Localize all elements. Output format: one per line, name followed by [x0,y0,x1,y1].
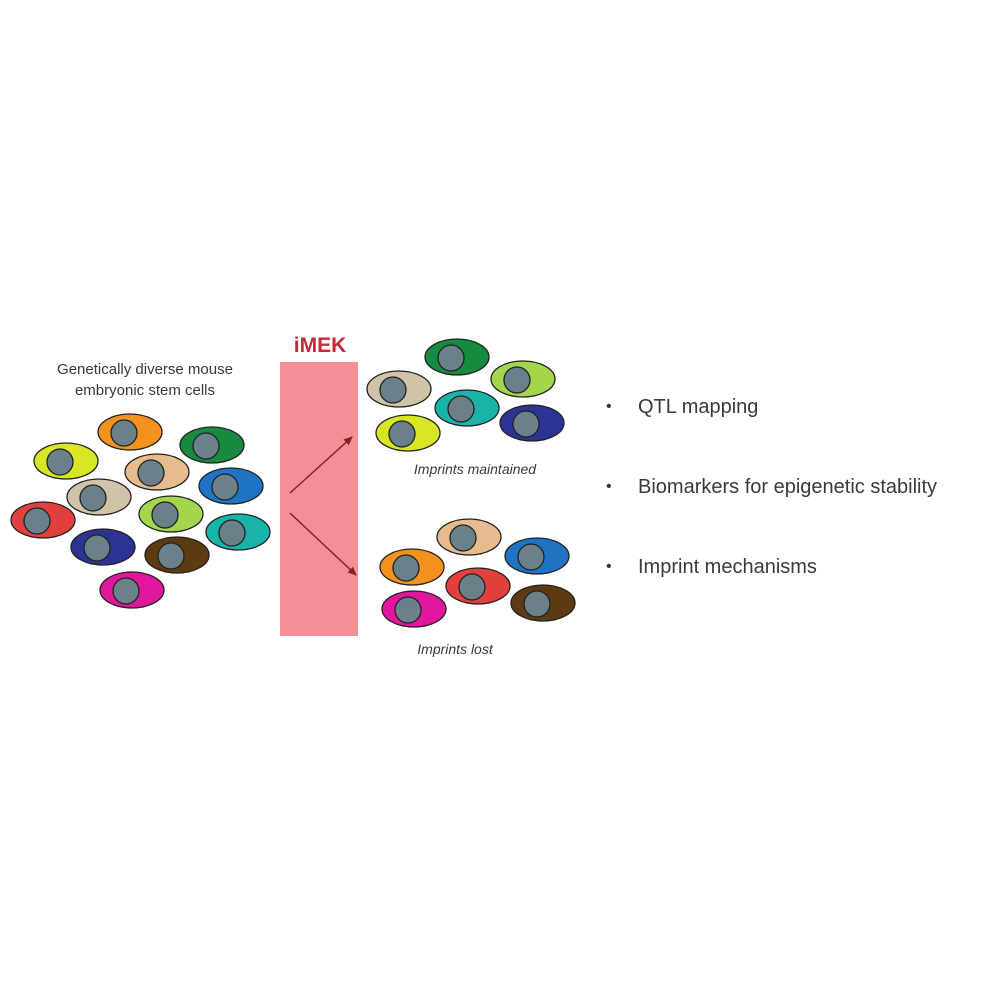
source-cell [10,501,76,539]
maintained-cell [499,404,565,442]
source-cell [97,413,163,451]
source-cell [66,478,132,516]
cell-nucleus [151,501,179,529]
application-item: • Imprint mechanisms [606,556,1000,636]
source-cell [205,513,271,551]
cell-nucleus [394,596,422,624]
cell-nucleus [211,473,239,501]
arrow-to-lost [289,512,357,576]
bullet-icon: • [606,478,612,495]
cell-nucleus [437,344,465,372]
source-cell [198,467,264,505]
cell-nucleus [137,459,165,487]
application-item-label: Imprint mechanisms [638,556,817,578]
maintained-cell-group [366,338,565,452]
imprints-lost-label: Imprints lost [417,641,493,657]
source-caption-line-1: Genetically diverse mouse [57,361,233,378]
lost-cell-group [379,518,576,628]
bullet-icon: • [606,558,612,575]
cell-nucleus [112,577,140,605]
bullet-icon: • [606,398,612,415]
cell-nucleus [449,524,477,552]
cell-nucleus [512,410,540,438]
arrow-to-maintained [289,436,353,494]
cell-nucleus [379,376,407,404]
cell-nucleus [110,419,138,447]
lost-cell [436,518,502,556]
cell-nucleus [83,534,111,562]
maintained-cell [434,389,500,427]
source-cell [179,426,245,464]
cell-nucleus [23,507,51,535]
cell-nucleus [503,366,531,394]
maintained-cell [490,360,556,398]
application-item: • Biomarkers for epigenetic stability [606,476,1000,556]
lost-cell [445,567,511,605]
cell-nucleus [517,543,545,571]
maintained-cell [366,370,432,408]
source-cell [144,536,210,574]
cell-nucleus [157,542,185,570]
application-item-label: Biomarkers for epigenetic stability [638,476,938,498]
source-cell [70,528,136,566]
source-cells-caption: Genetically diverse mouse embryonic stem… [20,359,270,401]
treatment-box [280,362,358,636]
lost-cell [381,590,447,628]
maintained-cell [424,338,490,376]
lost-cell [510,584,576,622]
cell-nucleus [523,590,551,618]
maintained-cell [375,414,441,452]
cell-nucleus [392,554,420,582]
cell-nucleus [46,448,74,476]
source-cell [138,495,204,533]
lost-cell [504,537,570,575]
source-cell [99,571,165,609]
cell-nucleus [79,484,107,512]
source-cell [33,442,99,480]
imprints-maintained-label: Imprints maintained [413,461,537,477]
applications-list: • QTL mapping • Biomarkers for epigenetic … [606,396,1000,636]
application-item: • QTL mapping [606,396,1000,476]
cell-nucleus [388,420,416,448]
source-caption-line-2: embryonic stem cells [74,382,216,399]
treatment-label: iMEK [293,334,347,357]
application-item-label: QTL mapping [638,396,759,418]
cell-nucleus [447,395,475,423]
source-cell-group [10,413,271,609]
source-cell [124,453,190,491]
cell-nucleus [218,519,246,547]
cell-nucleus [458,573,486,601]
cell-nucleus [192,432,220,460]
lost-cell [379,548,445,586]
